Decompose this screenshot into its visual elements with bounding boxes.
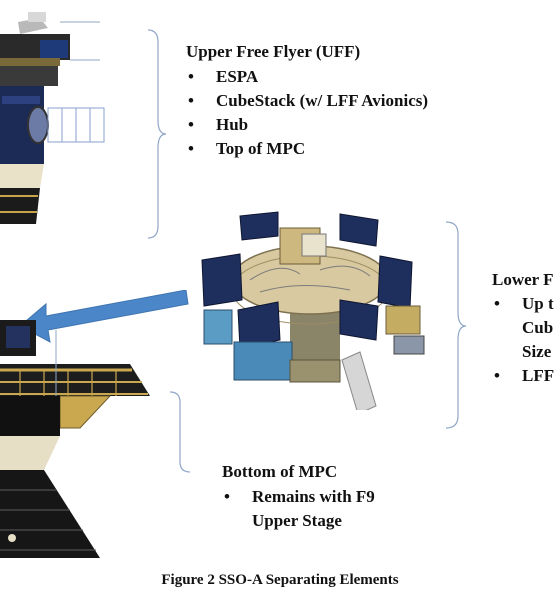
uff-port: [27, 106, 49, 144]
uff-text-block: Upper Free Flyer (UFF) ESPA CubeStack (w…: [186, 42, 428, 161]
list-item: CubeStack (w/ LFF Avionics): [186, 89, 428, 113]
lff-cubesat: [385, 305, 421, 335]
lff-bracket: [445, 221, 467, 429]
separation-arrow-icon: [20, 290, 189, 343]
mpc-base-cone: [0, 470, 100, 558]
lff-panel: [201, 253, 243, 307]
uff-top-knob: [28, 12, 46, 22]
lff-title: Lower F: [492, 270, 554, 289]
uff-title: Upper Free Flyer (UFF): [186, 42, 361, 61]
mpc-title: Bottom of MPC: [222, 462, 338, 481]
uff-gold-band: [0, 58, 60, 66]
uff-bracket: [147, 29, 167, 239]
lff-silver-cylinder: [341, 351, 377, 410]
list-item: Up t Cub Size: [492, 292, 560, 364]
list-item: Top of MPC: [186, 137, 428, 161]
lower-free-flyer-image: [201, 211, 425, 410]
lff-panel: [239, 211, 279, 241]
mpc-bottom-image: [0, 320, 150, 558]
lff-list: Up t Cub Size LFF: [492, 292, 560, 388]
uff-base: [0, 188, 40, 224]
lff-panel: [237, 301, 281, 349]
list-item: LFF: [492, 364, 560, 388]
lff-text-block: Lower F Up t Cub Size LFF: [492, 270, 560, 388]
lff-panel: [339, 299, 379, 341]
uff-cone: [0, 164, 44, 188]
mpc-bracket: [169, 391, 191, 473]
uff-mid-block: [0, 66, 58, 86]
mpc-cone: [0, 436, 60, 470]
lff-panel: [377, 255, 413, 309]
uff-wireframe: [47, 107, 105, 143]
list-item: Remains with F9: [222, 485, 375, 509]
uff-list: ESPA CubeStack (w/ LFF Avionics) Hub Top…: [186, 65, 428, 161]
list-item-continuation: Upper Stage: [252, 511, 342, 530]
mpc-list: Remains with F9: [222, 485, 375, 509]
figure-caption: Figure 2 SSO-A Separating Elements: [161, 572, 399, 588]
mpc-frame: [0, 364, 150, 396]
uff-top-panel: [40, 40, 68, 58]
lff-panel: [339, 213, 379, 247]
list-item: ESPA: [186, 65, 428, 89]
mpc-text-block: Bottom of MPC Remains with F9 Upper Stag…: [222, 462, 375, 533]
upper-free-flyer-image: [0, 12, 105, 224]
lff-cubesat: [233, 341, 293, 381]
lff-cubesat: [203, 309, 233, 345]
list-item: Hub: [186, 113, 428, 137]
